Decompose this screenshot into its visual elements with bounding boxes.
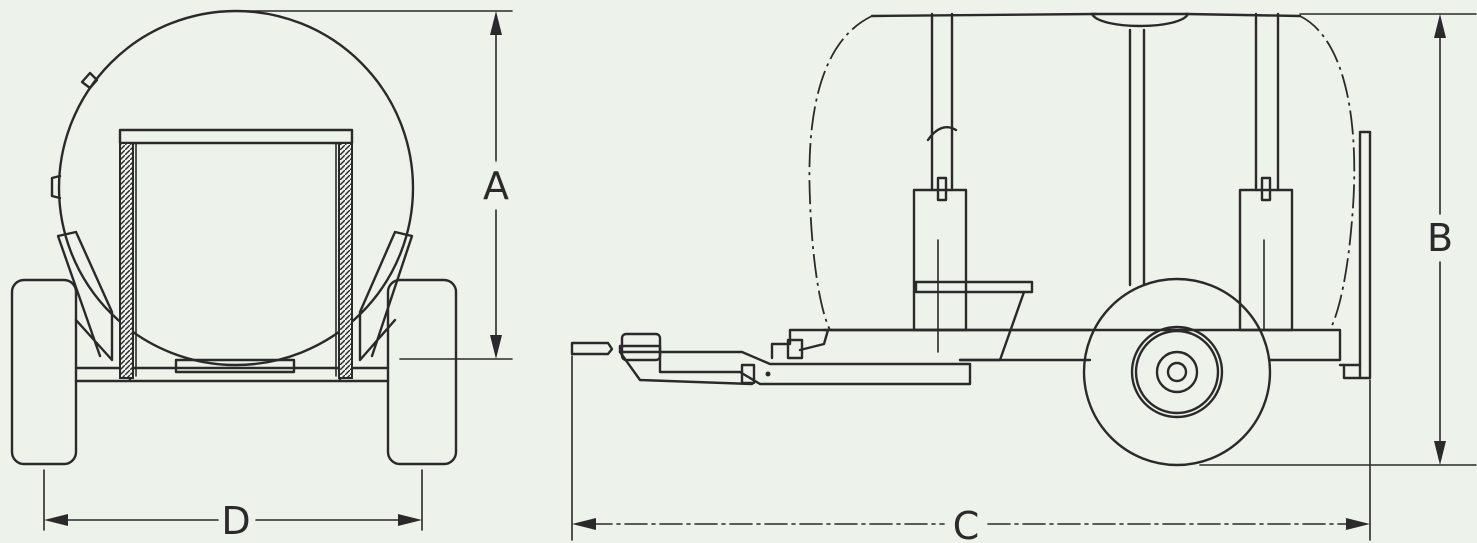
tank-end-right [1299, 15, 1356, 331]
right-strap [338, 142, 353, 379]
vent-pipe [1128, 28, 1146, 287]
left-support-brace [56, 230, 114, 362]
dimension-d: D [43, 469, 423, 543]
front-strap [930, 12, 954, 192]
side-view: C B [570, 12, 1477, 543]
dimension-b: B [1199, 13, 1477, 466]
dimension-label-a: A [483, 164, 509, 208]
hitch-ring [570, 341, 614, 356]
tank-side-outline [808, 15, 873, 331]
tongue-coupler [770, 328, 830, 360]
frame-rail [822, 328, 1342, 362]
tongue-clamp [740, 363, 756, 385]
dimension-label-c: C [953, 504, 980, 543]
jack-block [620, 332, 662, 362]
left-strap [119, 142, 134, 379]
rear-view: D A [10, 9, 514, 543]
side-wheel [1082, 277, 1272, 467]
wheel-hub [1155, 350, 1199, 394]
dimension-label-b: B [1427, 216, 1453, 260]
right-wheel [386, 278, 458, 466]
rear-strap-bracket [1238, 188, 1294, 332]
fill-cap-fitting [80, 71, 99, 90]
step-platform [914, 280, 1034, 294]
rear-strap [1254, 12, 1280, 192]
dimension-label-d: D [221, 499, 250, 543]
tongue-lower [618, 350, 754, 386]
side-fitting [50, 174, 62, 200]
dimension-a: A [235, 10, 514, 360]
front-strap-bracket [912, 188, 968, 332]
top-strap-bar [118, 128, 354, 145]
right-support-brace [358, 230, 414, 362]
axle-center-plate [174, 358, 296, 374]
dimension-c: C [571, 355, 1371, 543]
tongue [618, 344, 972, 386]
left-wheel [10, 278, 78, 466]
rear-vertical-bar [1358, 130, 1372, 380]
filler-dome [1090, 12, 1190, 28]
